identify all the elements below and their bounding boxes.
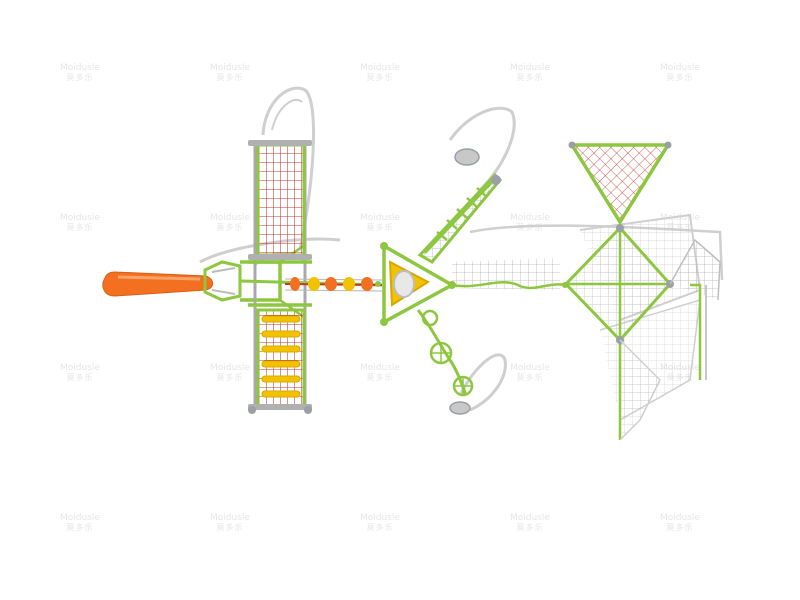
disc-bridge — [284, 277, 383, 292]
shadow-bridge — [469, 224, 724, 281]
watermark-brand-cn: 莫多乐 — [366, 373, 394, 382]
watermark-brand: Moidusle — [210, 513, 250, 523]
watermark-brand: Moidusle — [60, 63, 100, 73]
slide-hood — [203, 260, 242, 302]
watermark-brand-cn: 莫多乐 — [516, 223, 544, 232]
watermark-brand-cn: 莫多乐 — [516, 523, 544, 532]
watermark-brand: Moidusle — [60, 213, 100, 223]
shadow-tower-top — [261, 86, 316, 251]
shadow-tower-top-inner — [271, 98, 303, 131]
net-bridge — [451, 258, 568, 290]
lower-spiral-arm — [416, 309, 474, 415]
watermark-brand: Moidusle — [510, 213, 550, 223]
watermark-brand-cn: 莫多乐 — [666, 73, 694, 82]
watermark-brand-cn: 莫多乐 — [366, 73, 394, 82]
watermark-brand: Moidusle — [510, 513, 550, 523]
watermark-brand: Moidusle — [60, 363, 100, 373]
watermark-brand-cn: 莫多乐 — [366, 523, 394, 532]
slide-highlight — [117, 275, 201, 281]
right-side-nets — [619, 238, 721, 441]
upper-net-tunnel — [417, 148, 503, 264]
watermark-brand-cn: 莫多乐 — [516, 373, 544, 382]
watermark-brand: Moidusle — [360, 363, 400, 373]
watermark-brand-cn: 莫多乐 — [216, 373, 244, 382]
watermark-brand-cn: 莫多乐 — [66, 223, 94, 232]
watermark-brand: Moidusle — [510, 363, 550, 373]
watermark-brand: Moidusle — [660, 513, 700, 523]
watermark-brand-cn: 莫多乐 — [216, 223, 244, 232]
watermark-brand-cn: 莫多乐 — [216, 73, 244, 82]
slide — [102, 260, 242, 302]
bottom-ladder-panel — [248, 308, 312, 414]
watermark-brand-cn: 莫多乐 — [666, 523, 694, 532]
watermark-brand: Moidusle — [360, 63, 400, 73]
watermark-brand: Moidusle — [210, 213, 250, 223]
top-climbing-net — [248, 140, 312, 260]
shadow-tunnel-top — [448, 106, 516, 192]
shadow-lower-loop — [458, 353, 507, 412]
watermark-brand: Moidusle — [360, 513, 400, 523]
watermark-brand: Moidusle — [510, 63, 550, 73]
watermark-brand: Moidusle — [210, 63, 250, 73]
watermark-brand-cn: 莫多乐 — [66, 523, 94, 532]
watermark-brand-cn: 莫多乐 — [66, 373, 94, 382]
watermark-brand: Moidusle — [60, 513, 100, 523]
inverted-triangle-net — [568, 141, 672, 226]
watermark-brand: Moidusle — [210, 363, 250, 373]
watermark-brand: Moidusle — [360, 213, 400, 223]
watermark-brand-cn: 莫多乐 — [516, 73, 544, 82]
ladder-rungs — [261, 315, 301, 398]
triangle-platform — [380, 242, 456, 326]
watermark-brand-cn: 莫多乐 — [66, 73, 94, 82]
watermark-brand-cn: 莫多乐 — [216, 523, 244, 532]
watermark-brand-cn: 莫多乐 — [366, 223, 394, 232]
watermark-brand: Moidusle — [660, 63, 700, 73]
